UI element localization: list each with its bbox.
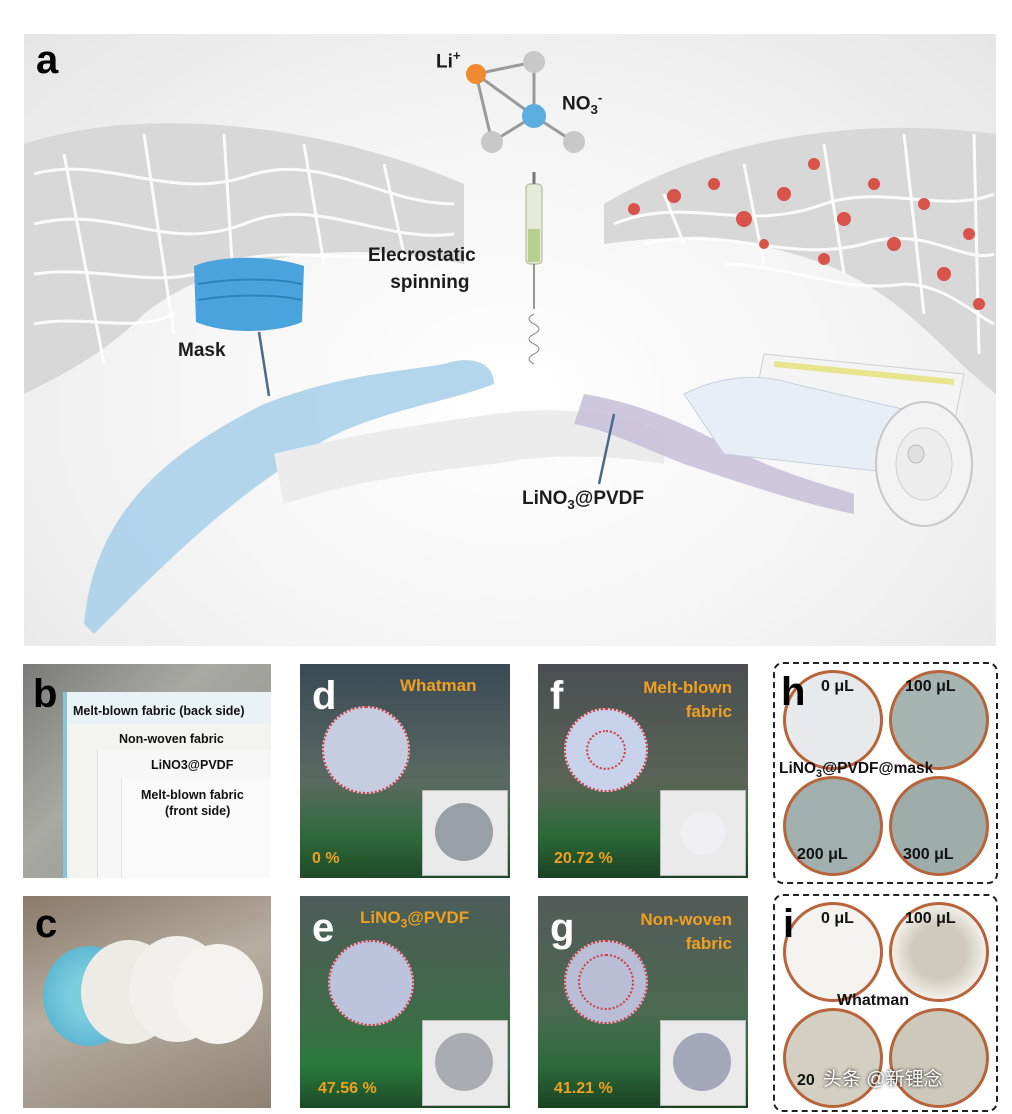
volume-label: 0 μL <box>821 910 854 927</box>
panel-letter-h: h <box>781 670 806 714</box>
panel-letter-b: b <box>33 672 58 716</box>
schematic-drawing <box>24 51 996 634</box>
disc-100ul <box>889 670 989 770</box>
disc-200ul <box>783 1008 883 1108</box>
panel-letter-g: g <box>550 906 575 950</box>
panel-d-percent: 0 % <box>312 850 340 867</box>
panel-d-title: Whatman <box>400 676 477 695</box>
volume-label: 0 μL <box>821 678 854 695</box>
panel-h-label: LiNO3@PVDF@mask <box>779 760 934 781</box>
nitrate-label: NO3- <box>562 90 603 118</box>
panel-a-illustration: a Li+ NO3- Elecrostatic spinning Mask Li… <box>24 34 996 646</box>
layer-label-pvdf: LiNO3@PVDF <box>151 758 234 772</box>
inset-photo <box>422 1020 508 1106</box>
sample-disc <box>322 706 410 794</box>
panel-e-title: LiNO3@PVDF <box>360 908 470 931</box>
inset-photo <box>422 790 508 876</box>
panel-letter-c: c <box>35 902 58 946</box>
panel-h-box: h 0 μL 100 μL LiNO3@PVDF@mask 200 μL 300… <box>773 662 998 884</box>
panel-b-photo: b Melt-blown fabric (back side) Non-wove… <box>23 664 271 878</box>
volume-label: 200 μL <box>797 846 848 863</box>
panel-letter-a: a <box>36 38 59 82</box>
mask-icon <box>194 257 304 397</box>
panel-e-photo: e LiNO3@PVDF 47.56 % <box>300 896 510 1108</box>
separator-label: LiNO3@PVDF <box>522 488 644 512</box>
volume-label: 20 <box>797 1072 815 1089</box>
syringe <box>525 172 543 365</box>
pvdf-membrane <box>274 410 664 504</box>
panel-e-percent: 47.56 % <box>318 1080 377 1097</box>
inset-photo <box>660 1020 746 1106</box>
disc-100ul <box>889 902 989 1002</box>
volume-label: 300 μL <box>903 846 954 863</box>
volume-label: 100 μL <box>905 910 956 927</box>
fiber-mesh-right <box>604 127 996 394</box>
panel-d-photo: d Whatman 0 % <box>300 664 510 878</box>
disc-0ul <box>783 902 883 1002</box>
watermark: 头条 @新锂念 <box>823 1069 943 1090</box>
panel-letter-i: i <box>783 902 795 946</box>
volume-label: 100 μL <box>905 678 956 695</box>
disc-300ul <box>889 1008 989 1108</box>
disc-300ul <box>889 776 989 876</box>
panel-c-photo: c <box>23 896 271 1108</box>
mask-label: Mask <box>178 340 226 361</box>
panel-i-box: i 0 μL 100 μL Whatman 20 头条 @新锂念 <box>773 894 998 1112</box>
mask-fabric-layer <box>84 360 494 634</box>
disc-0ul <box>783 670 883 770</box>
disc-200ul <box>783 776 883 876</box>
panel-letter-d: d <box>312 674 337 718</box>
layer-label-front-side: (front side) <box>165 804 231 818</box>
layer-label-back: Melt-blown fabric (back side) <box>73 704 245 718</box>
lino3-particles <box>628 158 985 310</box>
layer-label-nonwoven: Non-woven fabric <box>119 732 224 746</box>
li-ion-label: Li+ <box>436 48 461 73</box>
panel-letter-e: e <box>312 906 335 950</box>
lino3-molecule <box>466 51 585 153</box>
panel-g-percent: 41.21 % <box>554 1080 613 1097</box>
panel-i-label: Whatman <box>837 992 909 1009</box>
panel-letter-f: f <box>550 674 564 718</box>
sample-disc <box>328 940 414 1026</box>
electrostatic-spinning-label: Elecrostatic spinning <box>368 245 476 293</box>
layer-label-front: Melt-blown fabric <box>141 788 244 802</box>
inset-photo <box>660 790 746 876</box>
battery-roll <box>683 353 973 527</box>
panel-f-percent: 20.72 % <box>554 850 613 867</box>
